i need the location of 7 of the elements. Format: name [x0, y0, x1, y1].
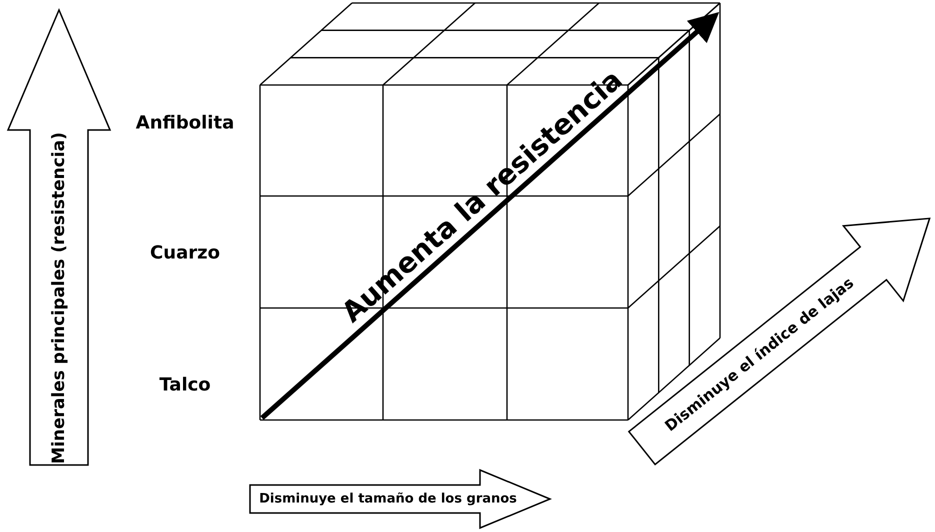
hollow-arrow: [8, 10, 110, 465]
row-label: Anfibolita: [136, 112, 234, 134]
hollow-arrow: [250, 470, 550, 528]
arrow-text: Disminuye el tamaño de los granos: [259, 492, 517, 506]
arrow-text: Minerales principales (resistencia): [49, 132, 69, 464]
row-label: Talco: [159, 374, 211, 396]
row-label: Cuarzo: [150, 242, 220, 264]
